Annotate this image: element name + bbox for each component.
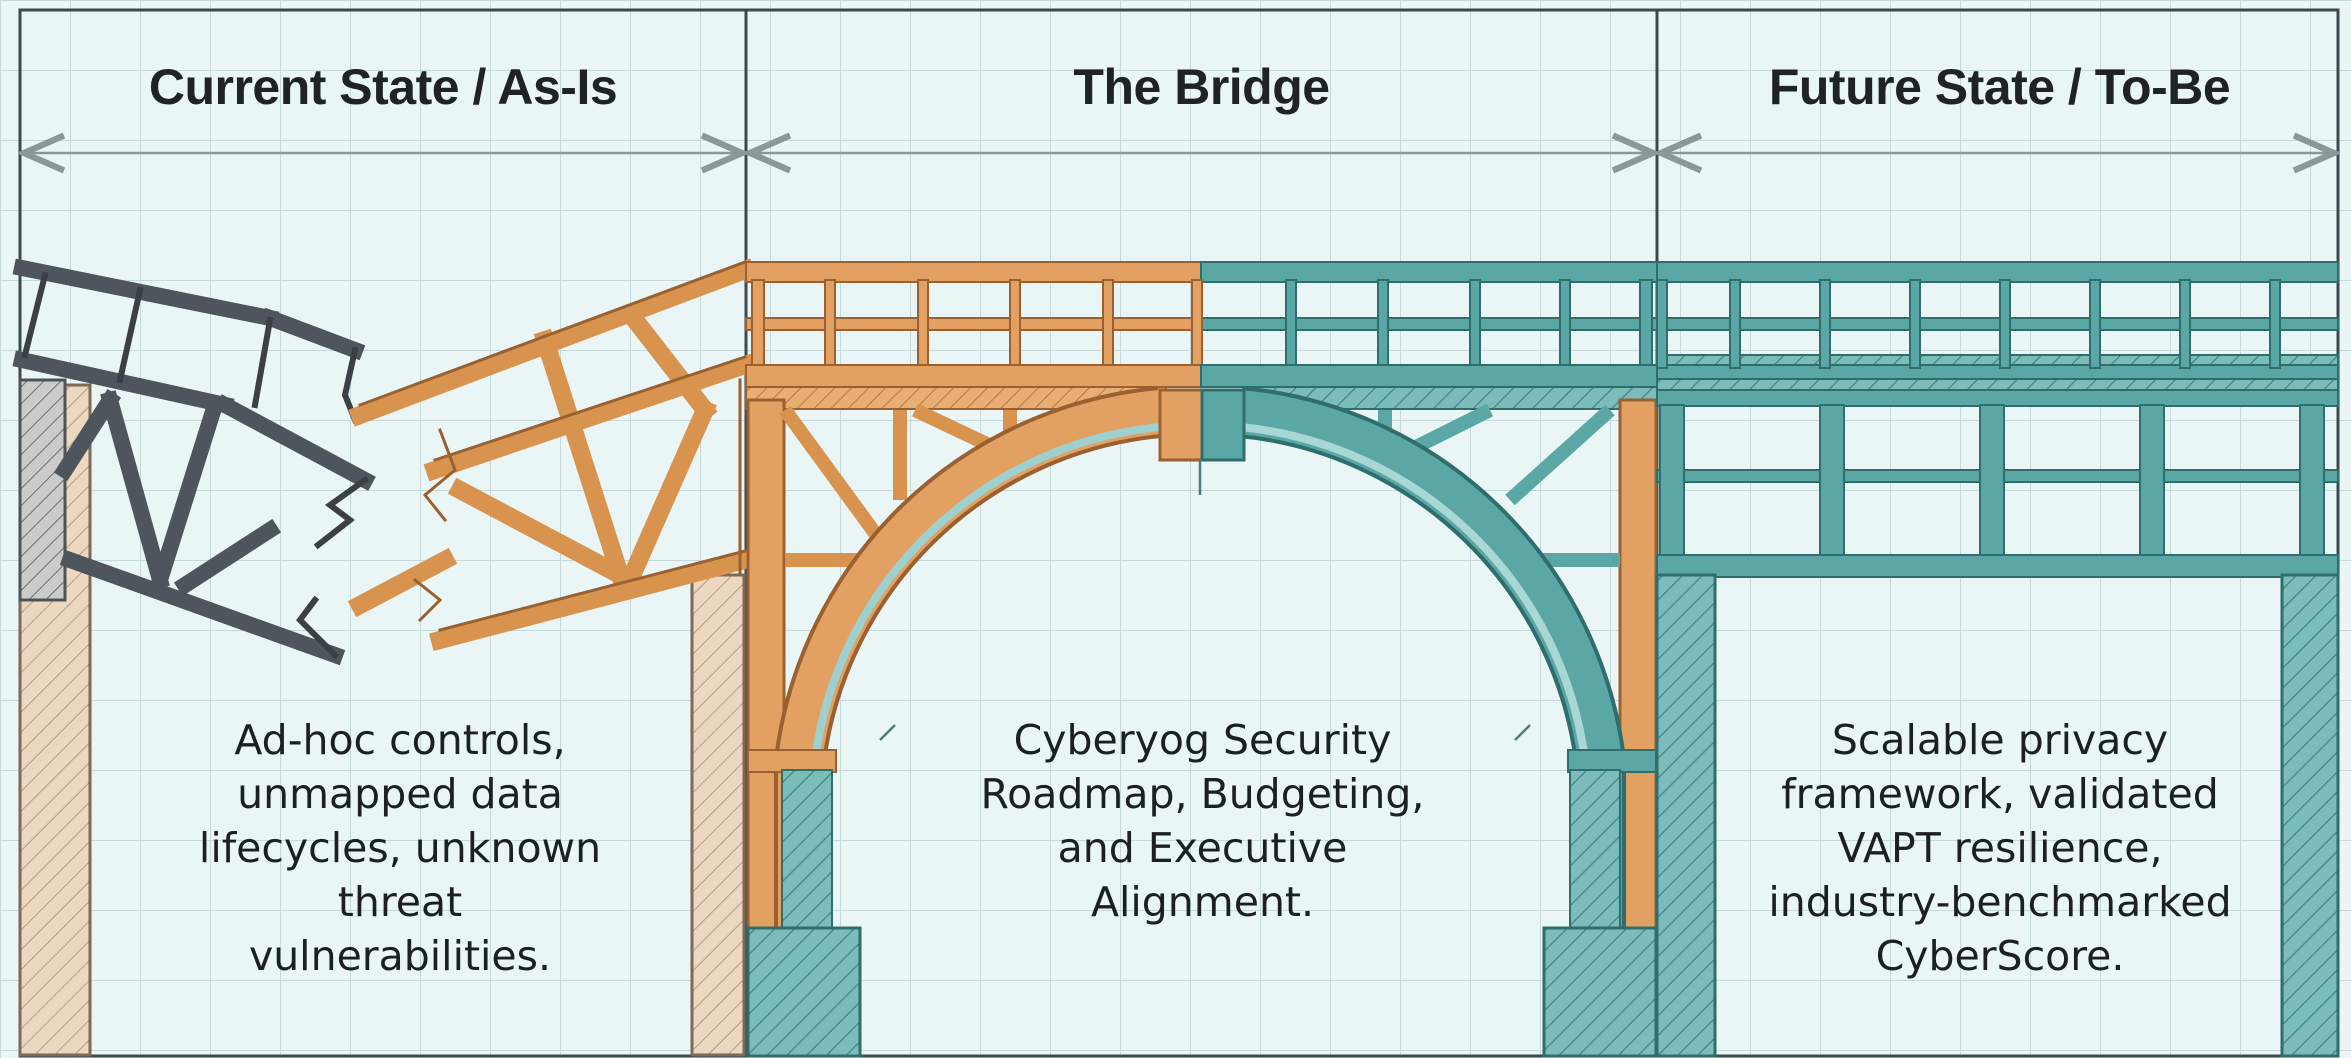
section-title-bridge: The Bridge	[1073, 59, 1330, 115]
arch-bridge	[745, 261, 1658, 1058]
description-line: Cyberyog Security	[1013, 716, 1392, 764]
description-line: industry-benchmarked	[1768, 878, 2232, 926]
description-line: CyberScore.	[1875, 932, 2125, 980]
future-bridge	[1655, 261, 2340, 1058]
description-line: framework, validated	[1781, 770, 2219, 818]
description-line: lifecycles, unknown	[198, 824, 602, 872]
future-state-description: Scalable privacy framework, validated VA…	[1720, 713, 2280, 983]
bridge-description: Cyberyog Security Roadmap, Budgeting, an…	[920, 713, 1485, 929]
description-line: VAPT resilience,	[1837, 824, 2163, 872]
description-line: unmapped data	[237, 770, 563, 818]
current-state-description: Ad-hoc controls, unmapped data lifecycle…	[120, 713, 680, 983]
description-line: threat	[337, 878, 463, 926]
section-title-current-state: Current State / As-Is	[148, 59, 618, 115]
description-line: and Executive	[1057, 824, 1348, 872]
section-title-future-state: Future State / To-Be	[1768, 59, 2231, 115]
broken-bridge	[12, 258, 757, 1057]
description-line: Alignment.	[1090, 878, 1315, 926]
description-line: Roadmap, Budgeting,	[980, 770, 1425, 818]
description-line: Scalable privacy	[1831, 716, 2169, 764]
description-line: Ad-hoc controls,	[234, 716, 566, 764]
description-line: vulnerabilities.	[248, 932, 552, 980]
